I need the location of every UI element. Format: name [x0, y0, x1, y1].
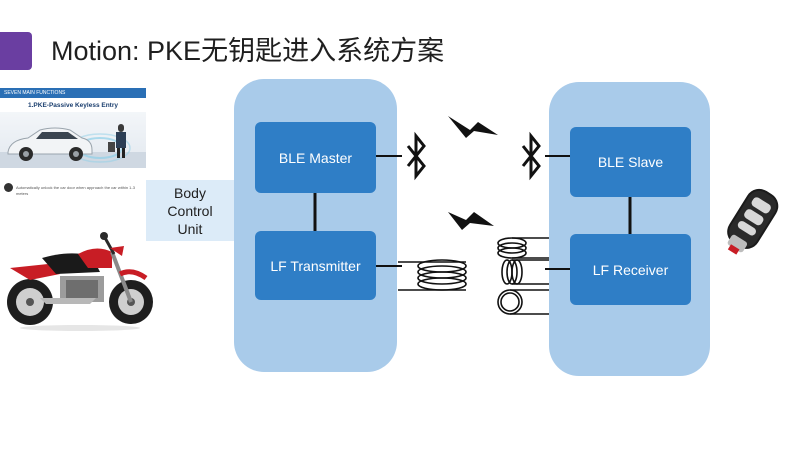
- title-accent-bar: [0, 32, 32, 70]
- body-control-unit: Body Control Unit: [146, 180, 234, 241]
- ble-master-module: BLE Master: [255, 122, 376, 193]
- wireless-signal-icon: [448, 116, 498, 138]
- brochure-header: SEVEN MAIN FUNCTIONS: [0, 88, 146, 98]
- coil-antenna-icon: [417, 259, 467, 291]
- motorcycle-image: [0, 228, 160, 332]
- coil-antenna-icon: [497, 237, 549, 259]
- brochure-subtitle: 1.PKE-Passive Keyless Entry: [28, 102, 118, 109]
- coil-antenna-icon: [497, 289, 549, 315]
- wireless-signal-icon: [448, 212, 494, 230]
- bcu-label-line3: Unit: [177, 220, 203, 237]
- bluetooth-icon: [521, 131, 541, 181]
- key-fob-icon: [712, 182, 792, 262]
- slide-title: Motion: PKE无钥匙进入系统方案: [51, 36, 445, 66]
- car-image: [0, 112, 146, 168]
- lf-receiver-module: LF Receiver: [570, 234, 691, 305]
- brochure-caption: Automatically unlock the car door when a…: [16, 185, 135, 196]
- brochure-bullet-icon: [4, 183, 13, 192]
- bcu-label-line1: Body: [174, 184, 206, 201]
- pke-brochure-image: SEVEN MAIN FUNCTIONS 1.PKE-Passive Keyle…: [0, 88, 146, 206]
- lf-transmitter-module: LF Transmitter: [255, 231, 376, 300]
- bcu-label-line2: Control: [167, 202, 213, 219]
- coil-antenna-icon: [501, 259, 549, 285]
- ble-slave-module: BLE Slave: [570, 127, 691, 197]
- bluetooth-icon: [406, 131, 426, 181]
